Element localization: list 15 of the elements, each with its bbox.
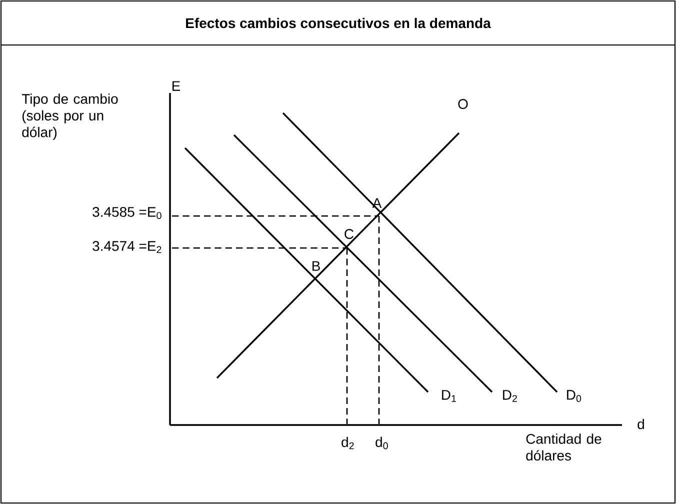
axis-label: E xyxy=(172,81,180,91)
tick-label: 3.4574 =E$_{2}$ xyxy=(92,241,162,253)
point-label: C xyxy=(344,229,354,239)
tick-label: 3.4585 =E$_{0}$ xyxy=(92,206,162,220)
tick-label: d$_{0}$ xyxy=(376,436,388,450)
title-bar: Efectos cambios consecutivos en la demanda xyxy=(0,0,676,46)
axis-label: d xyxy=(638,418,644,430)
axis-label: Cantidad de dólares xyxy=(526,434,602,461)
curve-label: O xyxy=(458,99,468,109)
point-label: B xyxy=(312,261,320,271)
curve-label: D$_{2}$ xyxy=(503,390,517,402)
tick-label: d$_{2}$ xyxy=(342,436,354,450)
axis-label: Tipo de cambio (soles por un dólar) xyxy=(22,94,118,140)
curve-label: D$_{0}$ xyxy=(567,390,582,402)
curve-label: D$_{1}$ xyxy=(442,390,456,402)
